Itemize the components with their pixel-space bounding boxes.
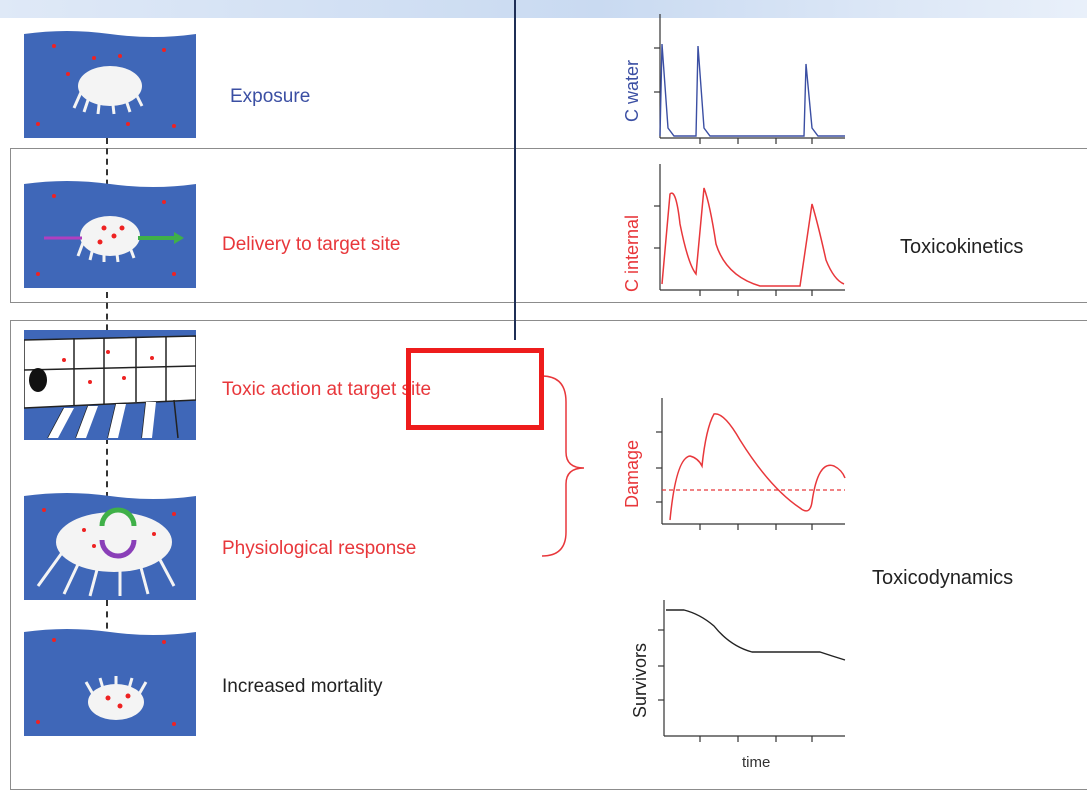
top-banner <box>0 0 1087 18</box>
toxicokinetics-section <box>10 148 1087 303</box>
damage-ylabel: Damage <box>622 439 642 508</box>
step-mortality-label: Increased mortality <box>222 676 383 697</box>
step-exposure-label: Exposure <box>230 86 311 107</box>
survivors-ylabel: Survivors <box>630 642 650 718</box>
toxicodynamics-label: Toxicodynamics <box>872 567 1014 589</box>
exposure-illustration <box>24 28 196 138</box>
highlight-box <box>406 348 544 430</box>
delivery-illustration <box>24 178 196 288</box>
mortality-illustration <box>24 626 196 736</box>
c-water-chart: C water <box>622 10 850 144</box>
brace <box>541 375 585 557</box>
flow-arrow-1 <box>106 138 108 196</box>
physiological-response-illustration <box>24 490 196 600</box>
flow-arrow-3 <box>106 438 108 498</box>
c-internal-ylabel: C internal <box>622 214 642 292</box>
step-delivery-label: Delivery to target site <box>222 234 401 255</box>
step-physiological-label: Physiological response <box>222 538 417 559</box>
c-water-ylabel: C water <box>622 59 642 122</box>
step-toxic-action-label: Toxic action at target site <box>222 379 432 400</box>
toxic-action-illustration <box>24 330 196 440</box>
survivors-chart: Survivors time <box>630 600 850 780</box>
toxicokinetics-label: Toxicokinetics <box>900 236 1024 258</box>
flow-arrow-2 <box>106 292 108 352</box>
pointer-line <box>514 0 516 340</box>
damage-chart: Damage <box>622 398 850 538</box>
time-xlabel: time <box>742 754 771 771</box>
flow-arrow-4 <box>106 600 108 640</box>
c-internal-chart: C internal <box>622 164 850 296</box>
